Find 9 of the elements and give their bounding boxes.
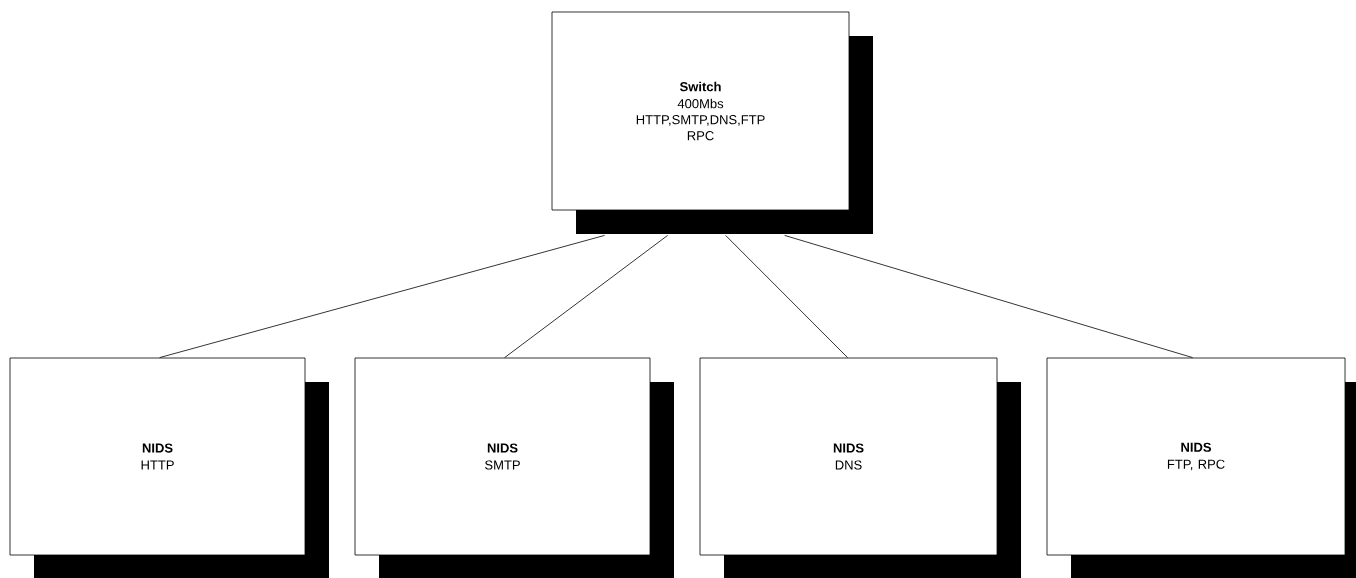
box: Switch 400Mbs HTTP,SMTP,DNS,FTP RPC [551, 11, 873, 234]
box: NIDS FTP, RPC [1046, 357, 1356, 578]
connector-line [725, 235, 848, 358]
connector-line [159, 235, 605, 358]
connector-line [784, 235, 1193, 358]
connector-line [504, 235, 668, 358]
box: NIDS SMTP [354, 357, 674, 578]
box: NIDS DNS [699, 357, 1021, 578]
box: NIDS HTTP [9, 357, 329, 578]
